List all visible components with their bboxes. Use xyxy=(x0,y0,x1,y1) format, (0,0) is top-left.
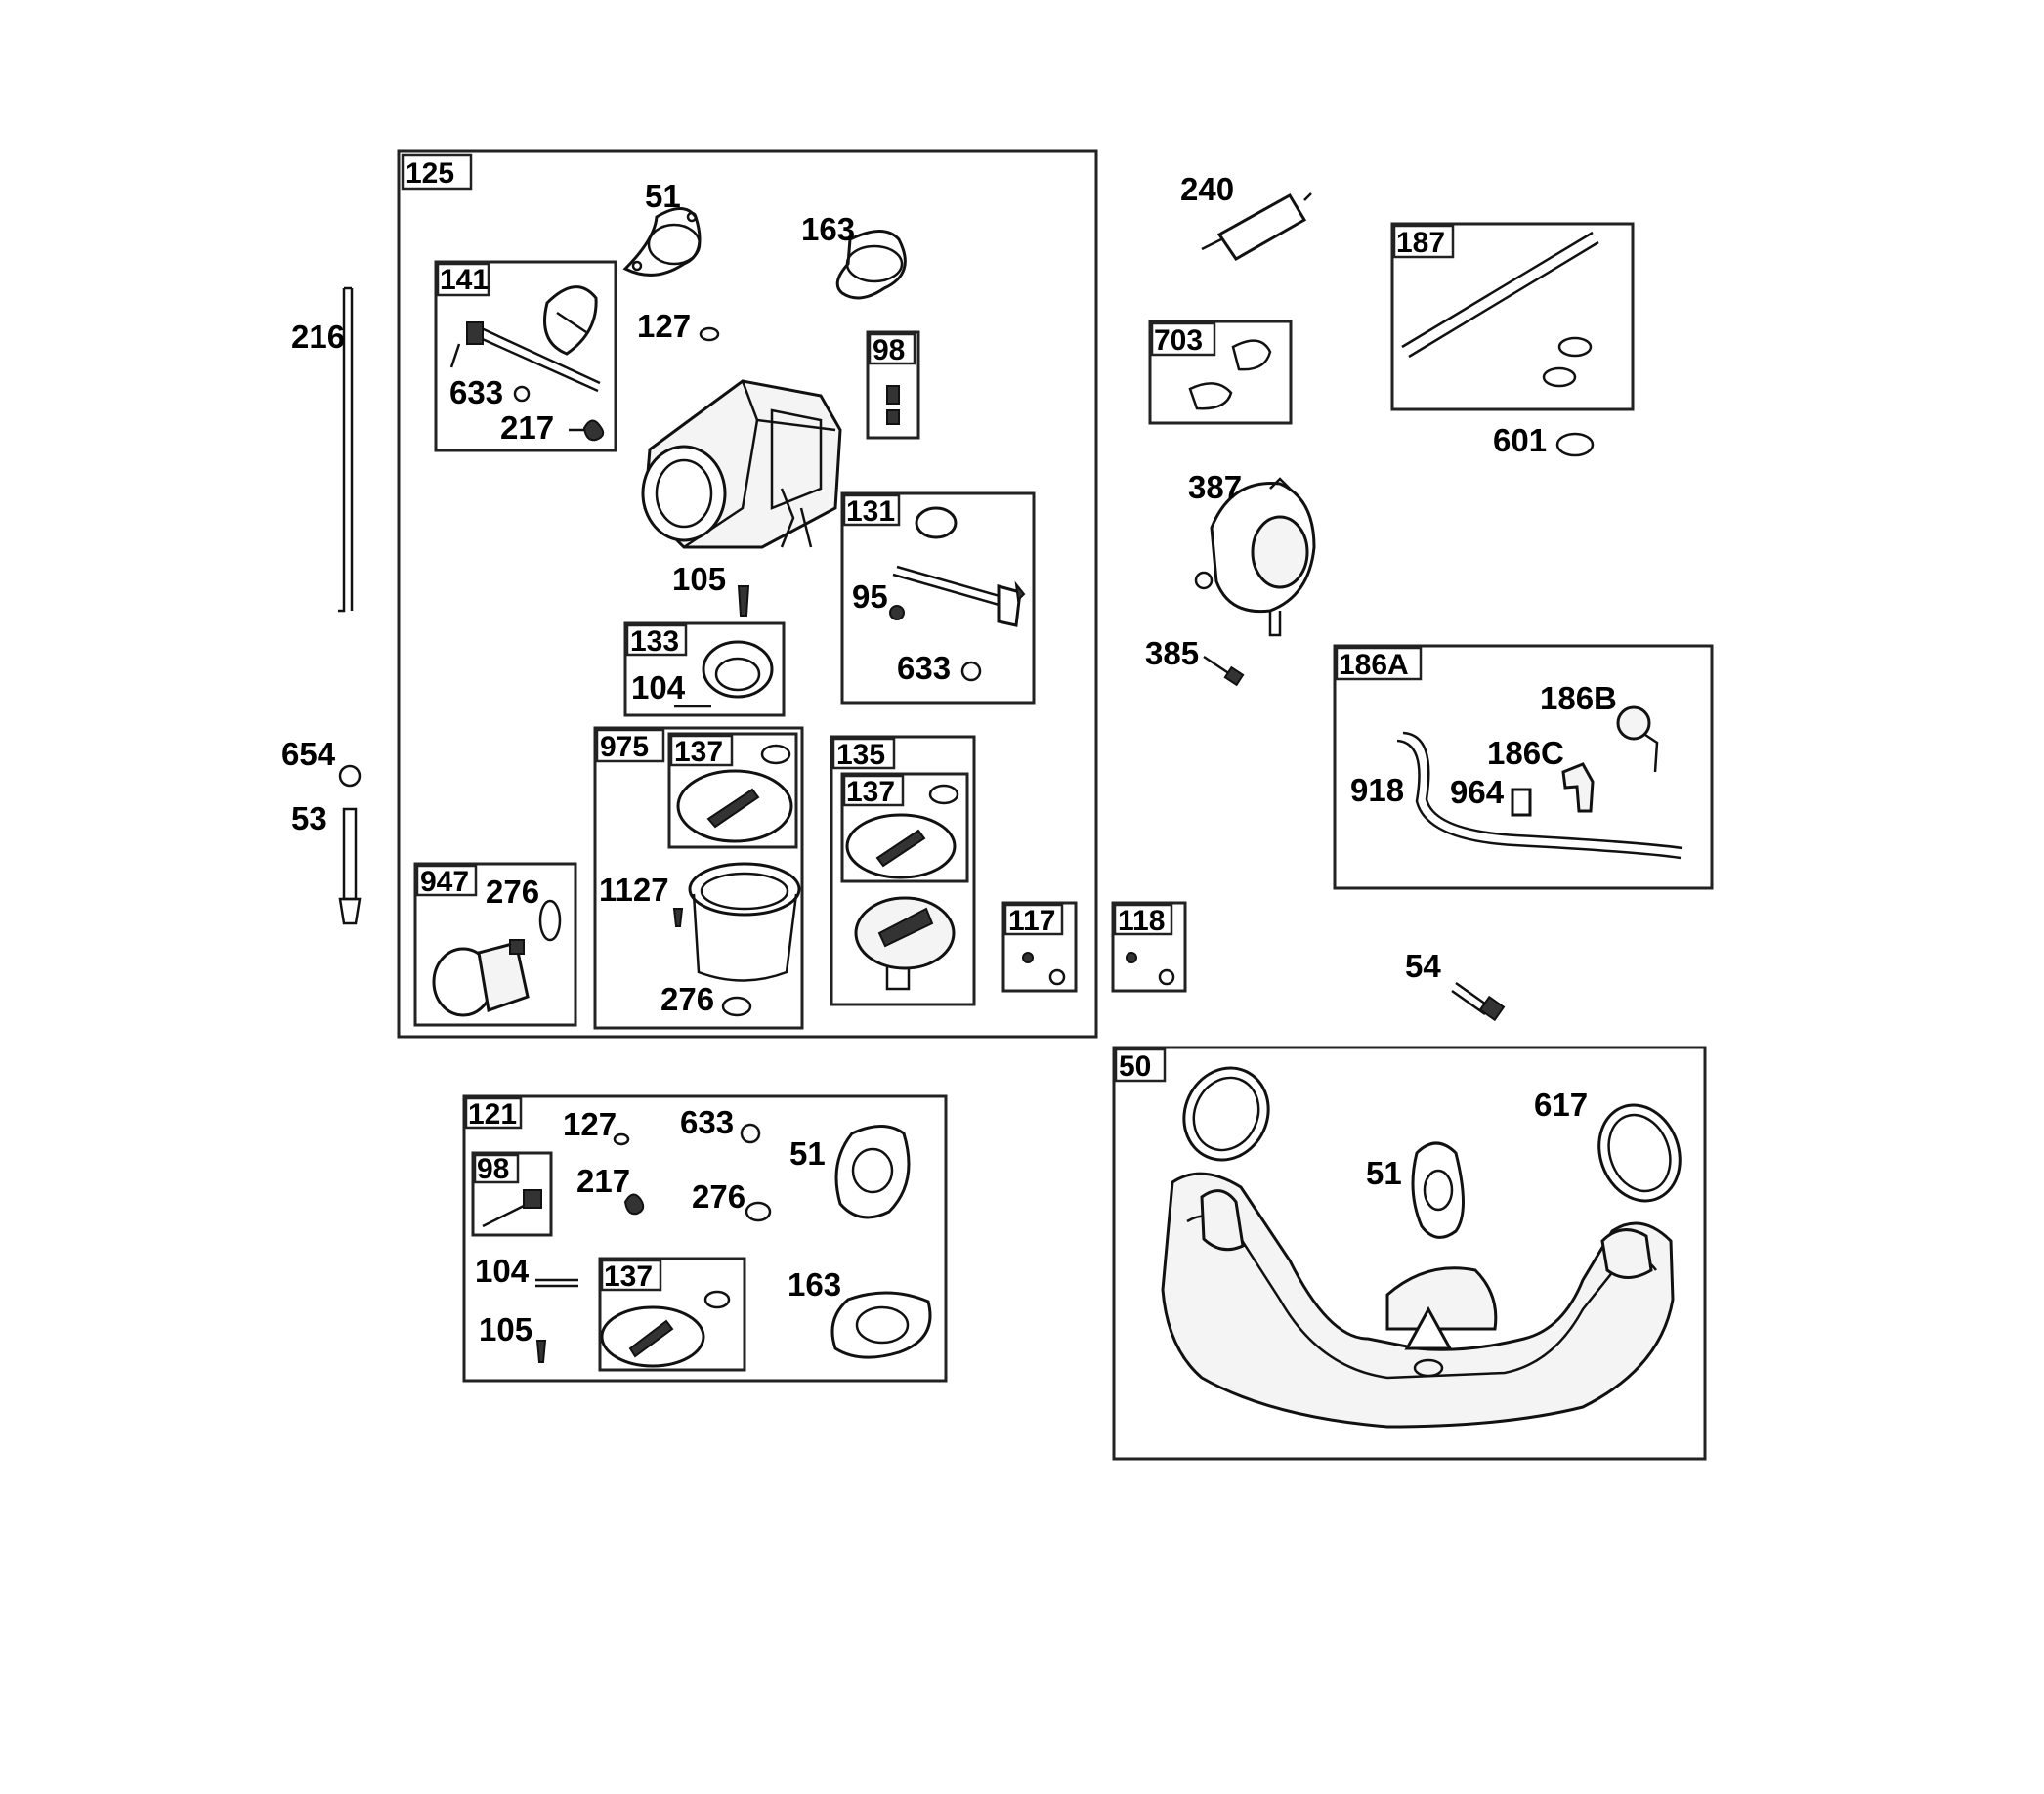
kit-box-50: 50 617 51 xyxy=(1112,1046,1707,1461)
kit-box-137-c: 137 xyxy=(598,1257,746,1372)
callout-50: 50 xyxy=(1119,1050,1151,1083)
callout-186b: 186B xyxy=(1540,680,1617,716)
callout-617: 617 xyxy=(1534,1087,1588,1123)
kit-box-121: 121 127 633 51 98 217 276 104 105 137 xyxy=(462,1094,948,1383)
callout-105-b: 105 xyxy=(479,1311,532,1347)
kit-box-117: 117 xyxy=(1001,901,1078,993)
callout-135: 135 xyxy=(836,739,885,771)
part-carburetor-body: 105 xyxy=(641,379,842,617)
part-240-fuel-filter: 240 xyxy=(1180,171,1312,261)
callout-163-top: 163 xyxy=(801,211,855,247)
kit-box-186a: 186A 186B 186C 918 964 xyxy=(1333,644,1714,890)
callout-703: 703 xyxy=(1154,324,1203,357)
callout-95: 95 xyxy=(852,578,888,615)
callout-654: 654 xyxy=(281,736,336,772)
callout-186a: 186A xyxy=(1339,649,1409,681)
callout-633-b: 633 xyxy=(897,650,951,686)
part-387-fuel-pump: 387 xyxy=(1188,469,1316,637)
callout-276-b: 276 xyxy=(660,981,714,1017)
callout-104-a: 104 xyxy=(631,669,686,705)
callout-276-c: 276 xyxy=(692,1178,745,1215)
kit-box-135: 135 137 xyxy=(830,735,976,1006)
callout-133: 133 xyxy=(630,625,679,658)
kit-box-141: 141 633 217 xyxy=(434,260,617,452)
callout-51-mid: 51 xyxy=(789,1135,826,1172)
callout-947: 947 xyxy=(420,866,469,898)
kit-box-125: 125 xyxy=(397,150,1098,1039)
part-385-screw: 385 xyxy=(1145,635,1245,687)
callout-918: 918 xyxy=(1350,772,1404,808)
kit-box-133: 133 104 xyxy=(623,621,786,717)
kit-box-137-a: 137 xyxy=(667,732,798,849)
callout-217-a: 217 xyxy=(500,409,554,446)
callout-121: 121 xyxy=(468,1098,517,1131)
callout-104-b: 104 xyxy=(475,1253,530,1289)
callout-385: 385 xyxy=(1145,635,1199,671)
callout-131: 131 xyxy=(846,495,895,528)
part-127-ring: 127 xyxy=(637,308,720,344)
kit-box-703: 703 xyxy=(1148,320,1293,425)
kit-box-118: 118 xyxy=(1111,901,1187,993)
callout-1127: 1127 xyxy=(599,872,669,908)
callout-186c: 186C xyxy=(1487,735,1564,771)
kit-box-98-b: 98 xyxy=(471,1151,553,1237)
kit-box-137-b: 137 xyxy=(840,772,969,883)
callout-51-manifold: 51 xyxy=(1366,1155,1402,1191)
part-601-cap: 601 xyxy=(1493,422,1595,458)
kit-box-187: 187 xyxy=(1390,222,1635,411)
callout-137-b: 137 xyxy=(846,776,895,808)
callout-137-a: 137 xyxy=(674,736,723,768)
kit-box-975: 975 137 1127 276 xyxy=(593,726,804,1030)
callout-127-top: 127 xyxy=(637,308,691,344)
callout-187: 187 xyxy=(1396,227,1445,259)
callout-51-top: 51 xyxy=(645,178,681,214)
callout-975: 975 xyxy=(600,731,649,763)
kit-box-947: 947 276 xyxy=(413,862,577,1027)
callout-125: 125 xyxy=(405,157,454,190)
callout-216: 216 xyxy=(291,319,345,355)
part-654-nut: 654 xyxy=(281,736,362,788)
part-163-gasket: 163 xyxy=(801,211,907,300)
callout-387: 387 xyxy=(1188,469,1242,505)
callout-98-top: 98 xyxy=(873,334,905,366)
callout-163-b: 163 xyxy=(788,1266,841,1303)
part-53-stud: 53 xyxy=(291,800,362,925)
callout-117: 117 xyxy=(1008,905,1055,937)
kit-box-98: 98 xyxy=(866,330,920,440)
callout-633-a: 633 xyxy=(449,374,503,410)
callout-633-c: 633 xyxy=(680,1104,734,1140)
callout-601: 601 xyxy=(1493,422,1547,458)
part-216-rod: 216 xyxy=(291,286,354,613)
callout-105-a: 105 xyxy=(672,561,726,597)
callout-53: 53 xyxy=(291,800,327,836)
kit-box-131: 131 95 633 xyxy=(840,491,1036,705)
callout-118: 118 xyxy=(1118,905,1165,937)
callout-54: 54 xyxy=(1405,948,1441,984)
callout-240: 240 xyxy=(1180,171,1234,207)
callout-964: 964 xyxy=(1450,774,1505,810)
part-54-bolt: 54 xyxy=(1405,948,1506,1022)
callout-98-b: 98 xyxy=(477,1153,509,1185)
callout-137-c: 137 xyxy=(604,1260,653,1293)
callout-276-a: 276 xyxy=(486,874,539,910)
part-51-gasket: 51 xyxy=(622,178,702,277)
callout-141: 141 xyxy=(440,264,489,296)
callout-127-b: 127 xyxy=(563,1106,617,1142)
callout-217-b: 217 xyxy=(576,1163,630,1199)
